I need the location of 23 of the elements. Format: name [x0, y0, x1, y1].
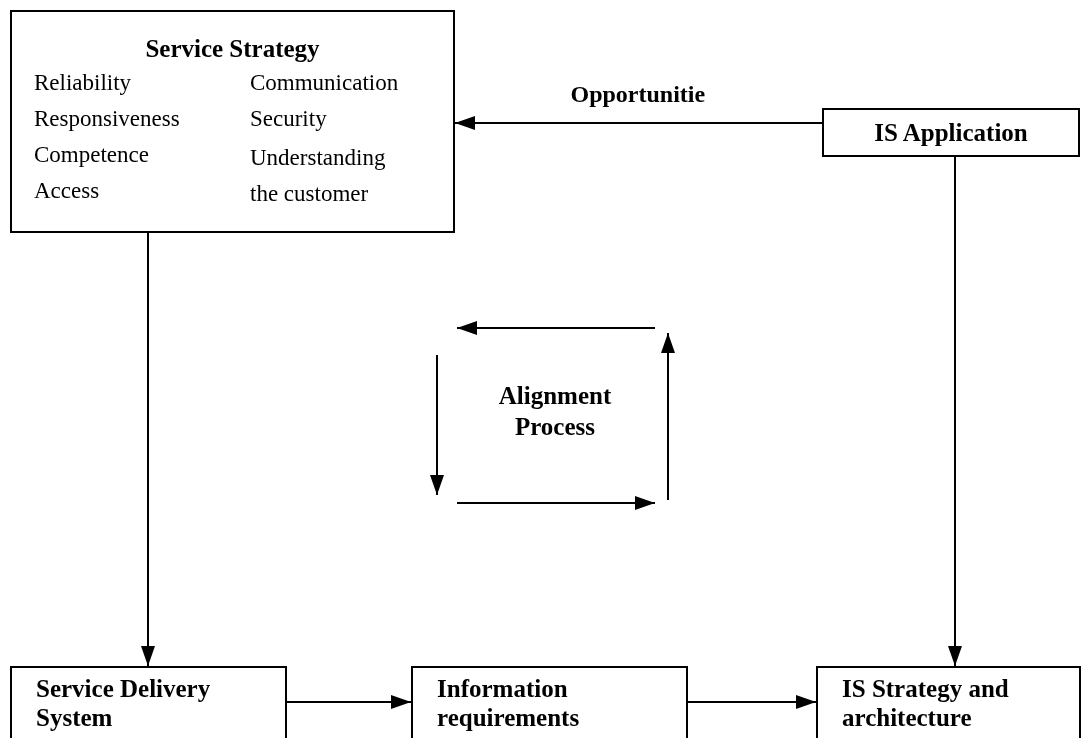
arrow [141, 232, 155, 667]
process-box [411, 666, 688, 738]
quality-dimension: Responsiveness [34, 105, 180, 133]
quality-dimension: Access [34, 177, 100, 205]
box-heading: Service Strategy [144, 34, 321, 63]
process-box [822, 108, 1080, 157]
arrow [687, 695, 817, 709]
arrow [286, 695, 412, 709]
quality-dimension: Reliability [34, 69, 132, 97]
cycle-label: Alignment Process [497, 381, 613, 442]
box-label: IS Application [873, 118, 1029, 147]
arrow [948, 156, 962, 667]
process-box [816, 666, 1081, 738]
quality-dimension: Competence [34, 141, 149, 169]
process-box [10, 10, 455, 233]
quality-dimension: Understanding the customer [250, 144, 387, 208]
box-label: IS Strategy and architecture [842, 674, 1010, 732]
quality-dimension: Communication [250, 69, 399, 97]
process-box [10, 666, 287, 738]
box-label: Information requirements [437, 674, 581, 732]
arrow [454, 116, 823, 130]
quality-dimension: Security [250, 105, 327, 133]
box-label: Service Delivery System [36, 674, 212, 732]
